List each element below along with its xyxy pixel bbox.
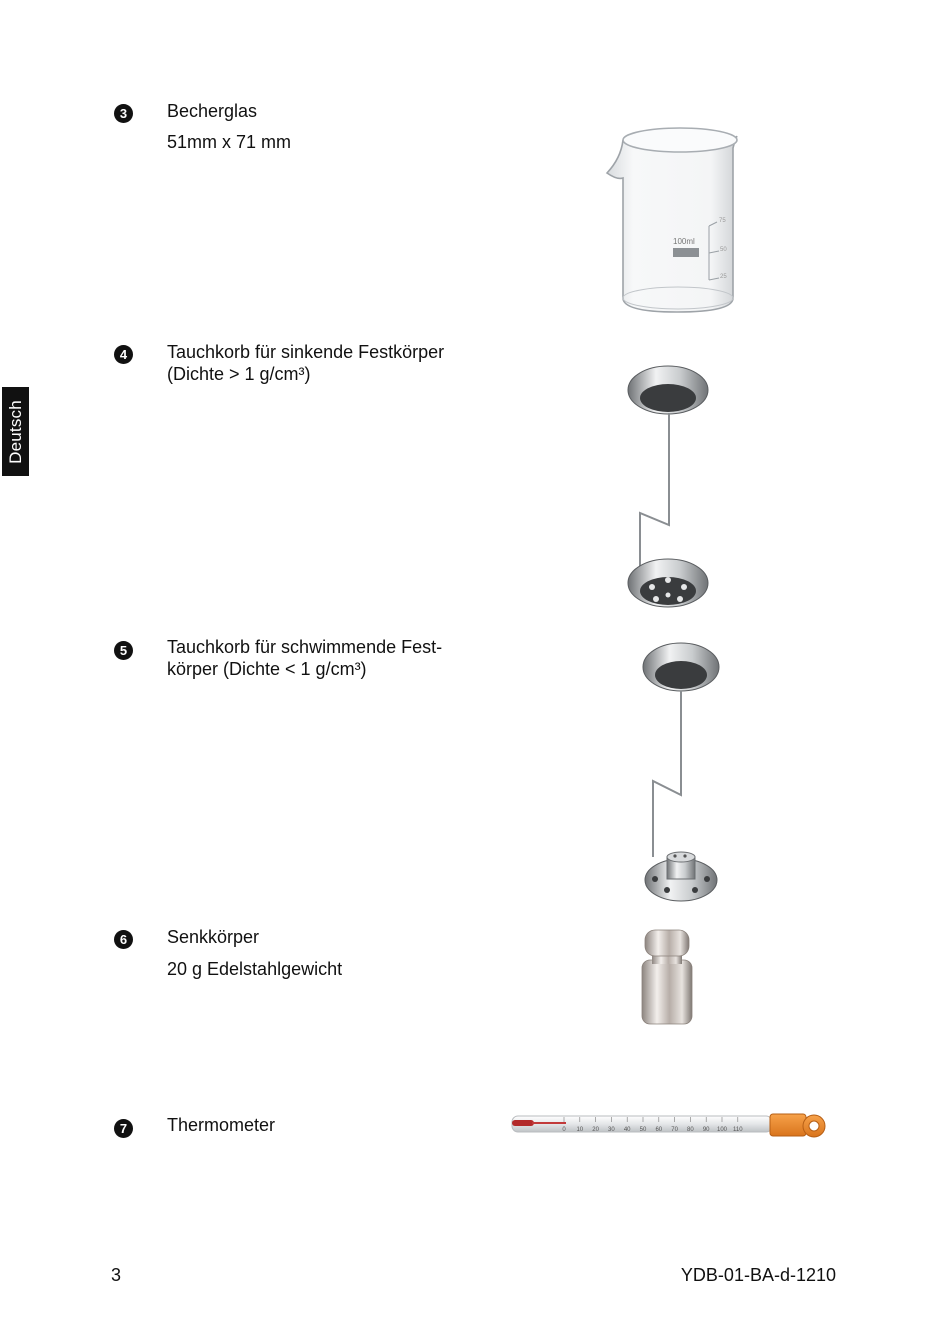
item-detail-sinker: 20 g Edelstahlgewicht bbox=[167, 959, 343, 979]
page-number: 3 bbox=[111, 1265, 122, 1285]
sinking-basket-illustration bbox=[627, 365, 709, 608]
floating-basket-illustration bbox=[642, 642, 720, 902]
item-title-floating-basket: Tauchkorb für schwimmende Fest- bbox=[167, 637, 443, 657]
beaker-illustration: 100ml 75 50 25 bbox=[605, 127, 738, 313]
item-title-beaker: Becherglas bbox=[167, 101, 258, 121]
item-title-sinker: Senkkörper bbox=[167, 927, 260, 947]
beaker-mark-top: 75 bbox=[719, 218, 726, 224]
item-number-4: 4 bbox=[114, 345, 133, 364]
item-number-5: 5 bbox=[114, 641, 133, 660]
thermometer-scale: 0 10 20 30 40 50 60 70 80 90 100 110 bbox=[562, 1117, 743, 1133]
thermometer-scale-label: 100 bbox=[717, 1127, 728, 1133]
thermometer-scale-label: 20 bbox=[592, 1127, 599, 1133]
thermometer-illustration: 0 10 20 30 40 50 60 70 80 90 100 110 bbox=[511, 1113, 826, 1138]
thermometer-scale-label: 110 bbox=[733, 1127, 743, 1133]
thermometer-scale-label: 10 bbox=[576, 1127, 583, 1133]
language-tab: Deutsch bbox=[2, 387, 29, 476]
item-detail-floating-basket: körper (Dichte < 1 g/cm³) bbox=[167, 659, 367, 679]
beaker-mark-mid: 50 bbox=[720, 247, 727, 253]
thermometer-scale-label: 30 bbox=[608, 1127, 615, 1133]
item-detail-beaker: 51mm x 71 mm bbox=[167, 132, 292, 152]
sinker-weight-illustration bbox=[641, 929, 693, 1025]
item-number-6: 6 bbox=[114, 930, 133, 949]
thermometer-scale-label: 50 bbox=[640, 1127, 647, 1133]
language-tab-label: Deutsch bbox=[5, 399, 25, 464]
beaker-capacity-label: 100ml bbox=[673, 237, 695, 246]
thermometer-scale-label: 70 bbox=[671, 1127, 678, 1133]
thermometer-scale-label: 80 bbox=[687, 1127, 694, 1133]
item-title-thermometer: Thermometer bbox=[167, 1115, 276, 1135]
item-number-7: 7 bbox=[114, 1119, 133, 1138]
beaker-mark-low: 25 bbox=[720, 274, 727, 280]
document-code: YDB-01-BA-d-1210 bbox=[680, 1265, 836, 1285]
item-detail-sinking-basket: (Dichte > 1 g/cm³) bbox=[167, 364, 311, 384]
item-number-3: 3 bbox=[114, 104, 133, 123]
thermometer-scale-label: 90 bbox=[703, 1127, 710, 1133]
thermometer-scale-label: 0 bbox=[562, 1127, 566, 1133]
item-title-sinking-basket: Tauchkorb für sinkende Festkörper bbox=[167, 342, 445, 362]
thermometer-scale-label: 60 bbox=[655, 1127, 662, 1133]
thermometer-scale-label: 40 bbox=[624, 1127, 631, 1133]
